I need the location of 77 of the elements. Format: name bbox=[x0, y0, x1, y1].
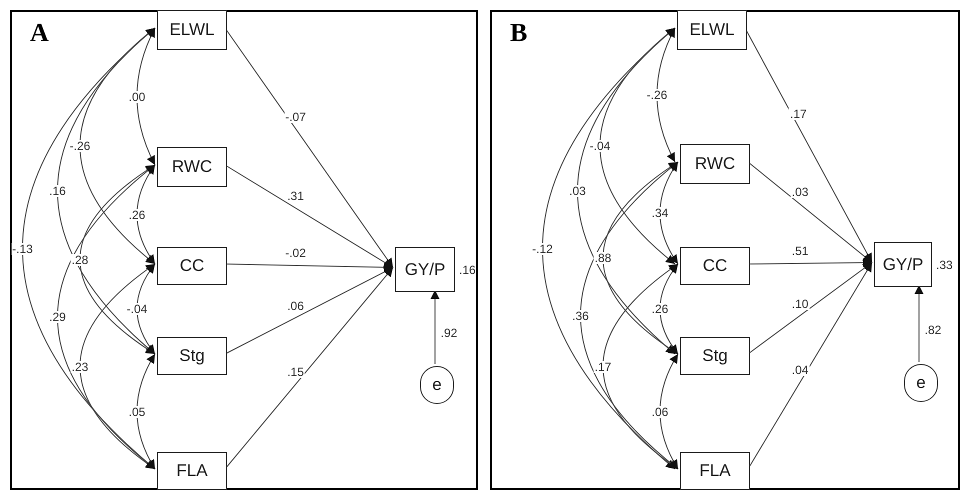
arrow bbox=[748, 262, 872, 354]
edge-label: .88 bbox=[594, 252, 612, 264]
edge-label: .17 bbox=[788, 108, 808, 120]
double-arrow bbox=[656, 28, 676, 162]
edge-label: .82 bbox=[924, 324, 942, 336]
edge-label: .00 bbox=[128, 90, 146, 102]
arrow bbox=[224, 164, 394, 268]
arrow bbox=[748, 162, 872, 263]
double-arrow bbox=[57, 164, 156, 470]
r-squared-label: .16 bbox=[459, 264, 476, 276]
edge-label: .28 bbox=[70, 254, 90, 266]
panel-frame bbox=[490, 10, 960, 490]
arrow bbox=[224, 28, 394, 268]
edge-label: .04 bbox=[790, 364, 810, 376]
variable-box: Stg bbox=[157, 337, 227, 375]
edge-label: .17 bbox=[594, 360, 612, 372]
double-arrow bbox=[600, 28, 676, 264]
double-arrow bbox=[660, 162, 678, 264]
double-arrow bbox=[542, 28, 676, 470]
edge-label: .05 bbox=[128, 406, 146, 418]
edge-label: .16 bbox=[48, 185, 67, 197]
edge-label: .29 bbox=[48, 311, 67, 323]
double-arrow bbox=[136, 164, 156, 264]
double-arrow bbox=[136, 28, 156, 166]
double-arrow bbox=[660, 264, 678, 354]
edge-label: .03 bbox=[790, 186, 810, 198]
edge-label: .26 bbox=[128, 208, 146, 220]
double-arrow bbox=[660, 354, 678, 470]
edge-label: .51 bbox=[790, 245, 810, 258]
edge-label: -.07 bbox=[284, 110, 307, 123]
variable-box: ELWL bbox=[677, 10, 747, 50]
edge-label: -.12 bbox=[531, 242, 554, 254]
double-arrow bbox=[80, 264, 156, 470]
double-arrow bbox=[80, 28, 156, 264]
variable-box: CC bbox=[680, 247, 750, 285]
r-squared-label: .33 bbox=[936, 258, 953, 270]
arrow bbox=[914, 284, 924, 362]
panel-letter: B bbox=[510, 20, 528, 46]
double-arrow bbox=[602, 162, 678, 354]
edge-label: .36 bbox=[571, 310, 590, 322]
edge-label: .06 bbox=[650, 406, 670, 418]
double-arrow bbox=[80, 164, 156, 354]
double-arrow bbox=[136, 264, 156, 354]
variable-box: RWC bbox=[157, 147, 227, 187]
edge-label: -.13 bbox=[11, 242, 34, 254]
edge-label: .31 bbox=[286, 190, 305, 202]
variable-box: ELWL bbox=[157, 10, 227, 50]
arrow bbox=[430, 290, 440, 364]
edge-label: .23 bbox=[70, 360, 90, 372]
panel-letter: A bbox=[30, 20, 49, 46]
edge-label: -.04 bbox=[588, 140, 612, 152]
arrow bbox=[224, 262, 394, 272]
arrow bbox=[224, 267, 394, 470]
edge-label: -.04 bbox=[126, 303, 148, 315]
double-arrow bbox=[602, 264, 678, 470]
arrow bbox=[224, 267, 394, 354]
variable-box: FLA bbox=[157, 452, 227, 490]
edge-label: .03 bbox=[568, 185, 587, 197]
variable-box: RWC bbox=[680, 144, 750, 184]
edge-label: .34 bbox=[650, 207, 670, 219]
edge-label: .06 bbox=[286, 300, 305, 312]
edge-label: .26 bbox=[650, 303, 670, 315]
double-arrow bbox=[136, 354, 156, 470]
edge-label: .15 bbox=[286, 366, 305, 378]
arrow bbox=[748, 258, 872, 268]
edge-label: .92 bbox=[440, 327, 458, 339]
edge-label: -.26 bbox=[646, 89, 668, 101]
variable-box: Stg bbox=[680, 337, 750, 375]
edge-label: -.02 bbox=[284, 247, 307, 260]
double-arrow bbox=[580, 162, 678, 470]
edge-label: -.26 bbox=[68, 140, 92, 152]
variable-box: GY/P bbox=[874, 242, 932, 287]
edge-label: .10 bbox=[790, 298, 810, 310]
panel-frame bbox=[10, 10, 478, 490]
variable-box: FLA bbox=[680, 452, 750, 490]
variable-box: GY/P bbox=[395, 247, 455, 292]
variable-box: CC bbox=[157, 247, 227, 285]
